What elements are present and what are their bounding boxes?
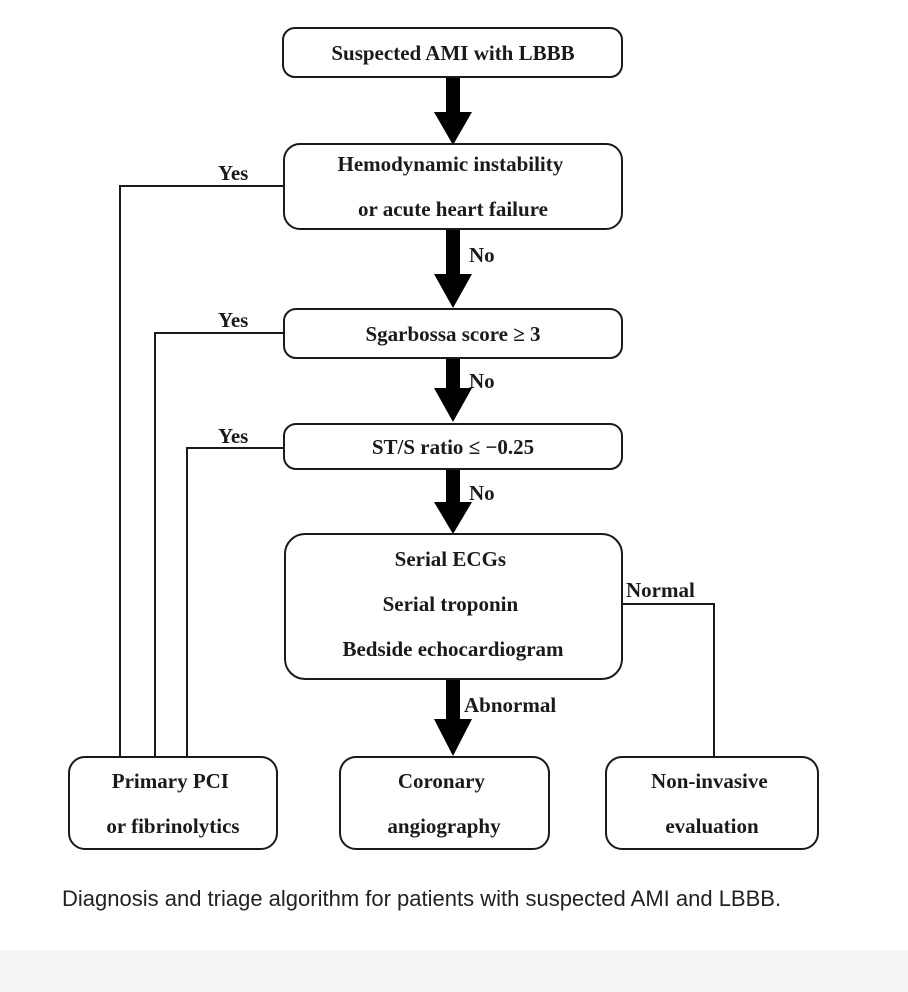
connector-stsratio-yes <box>186 447 284 757</box>
angio-label: Coronary angiography <box>387 769 501 838</box>
main-flow-arrows <box>434 77 472 756</box>
pci-line-1: Primary PCI <box>112 769 229 793</box>
flow-boxes <box>68 27 819 850</box>
start-label: Suspected AMI with LBBB <box>331 41 574 65</box>
sgarbossa-label: Sgarbossa score ≥ 3 <box>365 322 540 346</box>
stsratio-label: ST/S ratio ≤ −0.25 <box>372 435 534 459</box>
edge-label-sgarbossa-yes: Yes <box>218 308 248 332</box>
box-serial <box>284 533 623 680</box>
noninvasive-label: Non-invasive evaluation <box>651 769 773 838</box>
noninvasive-line-1: Non-invasive <box>651 769 768 793</box>
box-pci <box>68 756 278 850</box>
box-labels: Suspected AMI with LBBB Hemodynamic inst… <box>106 41 773 838</box>
edge-label-hemo-no: No <box>469 243 495 267</box>
hemo-line-2: or acute heart failure <box>358 197 548 221</box>
stsratio-line-1: ST/S ratio ≤ −0.25 <box>372 435 534 459</box>
pci-line-2: or fibrinolytics <box>106 814 239 838</box>
edge-label-stsratio-no: No <box>469 481 495 505</box>
connector-hemo-yes <box>119 185 284 757</box>
edge-label-serial-normal: Normal <box>626 578 695 602</box>
angio-line-2: angiography <box>387 814 501 838</box>
box-stsratio <box>283 423 623 470</box>
connector-sgarbossa-yes <box>154 332 284 757</box>
edge-labels: Yes No Yes No Yes No Normal Abnormal <box>218 161 695 717</box>
branch-connectors <box>119 185 715 757</box>
serial-label: Serial ECGs Serial troponin Bedside echo… <box>342 547 564 661</box>
hemo-line-1: Hemodynamic instability <box>337 152 563 176</box>
box-hemo <box>283 143 623 230</box>
edge-label-hemo-yes: Yes <box>218 161 248 185</box>
arrow-stsratio-to-serial <box>434 469 472 534</box>
start-line-1: Suspected AMI with LBBB <box>331 41 574 65</box>
arrow-sgarbossa-to-stsratio <box>434 359 472 422</box>
angio-line-1: Coronary <box>398 769 486 793</box>
figure-caption: Diagnosis and triage algorithm for patie… <box>62 886 782 911</box>
edge-label-sgarbossa-no: No <box>469 369 495 393</box>
serial-line-3: Bedside echocardiogram <box>342 637 564 661</box>
serial-line-1: Serial ECGs <box>395 547 506 571</box>
box-start <box>282 27 623 78</box>
arrow-serial-to-angio <box>434 680 472 756</box>
edge-label-stsratio-yes: Yes <box>218 424 248 448</box>
pci-label: Primary PCI or fibrinolytics <box>106 769 239 838</box>
arrow-start-to-hemo <box>434 77 472 145</box>
connector-serial-normal <box>622 603 715 757</box>
box-angio <box>339 756 550 850</box>
bottom-band <box>0 950 908 992</box>
serial-line-2: Serial troponin <box>383 592 519 616</box>
box-sgarbossa <box>283 308 623 359</box>
box-noninvasive <box>605 756 819 850</box>
arrow-hemo-to-sgarbossa <box>434 229 472 308</box>
hemo-label: Hemodynamic instability or acute heart f… <box>337 152 568 221</box>
edge-label-serial-abnormal: Abnormal <box>464 693 556 717</box>
noninvasive-line-2: evaluation <box>665 814 759 838</box>
sgarbossa-line-1: Sgarbossa score ≥ 3 <box>365 322 540 346</box>
